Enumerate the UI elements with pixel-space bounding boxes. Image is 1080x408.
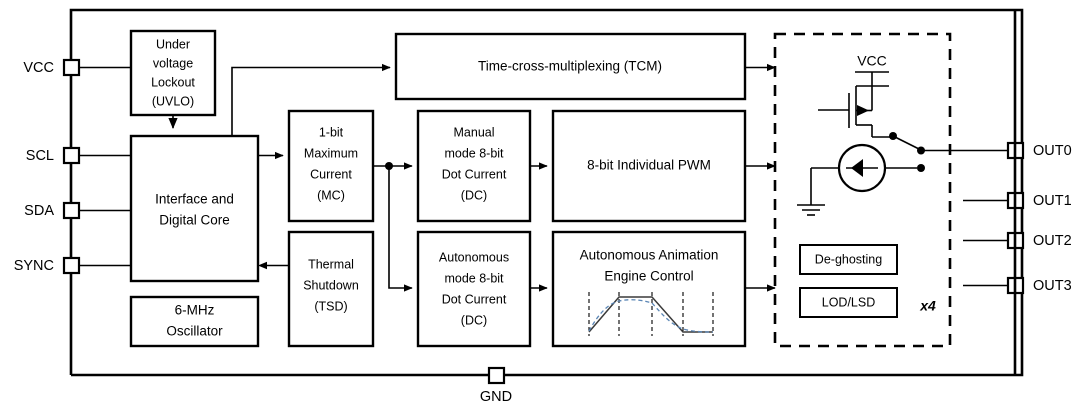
block-interface-digital-core[interactable]: Interface and Digital Core	[129, 134, 260, 283]
right-pin-group: OUT0 OUT1 OUT2 OUT3	[950, 141, 1072, 295]
spdt-switch-icon	[889, 132, 950, 155]
pin-sda[interactable]: SDA	[24, 201, 131, 220]
pin-sda-label: SDA	[24, 203, 54, 219]
pin-out0-label: OUT0	[1033, 143, 1072, 159]
block-manual-dc-line-2: Dot Current	[442, 167, 507, 181]
block-anim-line-0: Autonomous Animation	[580, 248, 719, 263]
pin-sync[interactable]: SYNC	[14, 256, 131, 275]
block-interface-line-0: Interface and	[155, 192, 234, 207]
block-manual-dot-current[interactable]: Manual mode 8-bit Dot Current (DC)	[416, 109, 532, 223]
block-uvlo-line-0: Under	[156, 37, 190, 51]
block-mc-line-3: (MC)	[317, 188, 345, 202]
chip-outline	[69, 8, 1024, 377]
block-animation-engine[interactable]: Autonomous Animation Engine Control	[551, 230, 747, 348]
internal-wiring-mc-fanout	[373, 63, 776, 292]
block-auto-dc-line-3: (DC)	[461, 313, 487, 327]
pin-sync-label: SYNC	[14, 258, 54, 274]
block-uvlo-line-2: Lockout	[151, 75, 195, 89]
pin-out1-label: OUT1	[1033, 193, 1072, 209]
current-source-icon	[837, 143, 925, 193]
output-stage-region: VCC	[773, 32, 952, 348]
pin-out3[interactable]: OUT3	[963, 276, 1072, 295]
block-autonomous-dot-current[interactable]: Autonomous mode 8-bit Dot Current (DC)	[416, 230, 532, 348]
block-auto-dc-line-2: Dot Current	[442, 292, 507, 306]
pin-out1[interactable]: OUT1	[963, 191, 1072, 210]
block-maximum-current[interactable]: 1-bit Maximum Current (MC)	[287, 109, 375, 223]
block-auto-dc-line-0: Autonomous	[439, 250, 509, 264]
ground-symbol-icon	[797, 167, 839, 216]
block-oscillator[interactable]: 6-MHz Oscillator	[129, 295, 260, 348]
pin-out2[interactable]: OUT2	[963, 231, 1072, 250]
block-oscillator-line-0: 6-MHz	[175, 303, 215, 318]
block-oscillator-line-1: Oscillator	[166, 324, 223, 339]
pin-vcc-label: VCC	[23, 60, 54, 76]
left-pin-group: VCC SCL SDA SYNC	[14, 58, 131, 275]
block-manual-dc-line-1: mode 8-bit	[444, 146, 504, 160]
pmos-transistor-icon	[818, 85, 890, 138]
block-tsd-line-0: Thermal	[308, 257, 354, 271]
output-stage-multiplier-label: x4	[919, 298, 936, 314]
block-lod-lsd-label: LOD/LSD	[822, 295, 876, 309]
block-tsd-line-1: Shutdown	[303, 278, 359, 292]
pin-gnd[interactable]: GND	[480, 366, 512, 405]
pin-out0[interactable]: OUT0	[950, 141, 1072, 160]
block-mc-line-2: Current	[310, 167, 352, 181]
block-uvlo-line-3: (UVLO)	[152, 94, 194, 108]
block-tsd-line-2: (TSD)	[314, 299, 347, 313]
block-manual-dc-line-3: (DC)	[461, 188, 487, 202]
pin-scl[interactable]: SCL	[26, 146, 131, 165]
pin-out3-label: OUT3	[1033, 278, 1072, 294]
block-uvlo[interactable]: Under voltage Lockout (UVLO)	[129, 29, 217, 117]
pin-gnd-label: GND	[480, 389, 512, 405]
block-manual-dc-line-0: Manual	[454, 125, 495, 139]
block-anim-line-1: Engine Control	[604, 269, 693, 284]
block-mc-line-0: 1-bit	[319, 125, 344, 139]
block-tcm[interactable]: Time-cross-multiplexing (TCM)	[394, 32, 747, 101]
block-pwm-line-0: 8-bit Individual PWM	[587, 158, 711, 173]
block-de-ghosting-label: De-ghosting	[815, 252, 882, 266]
block-uvlo-line-1: voltage	[153, 56, 193, 70]
block-thermal-shutdown[interactable]: Thermal Shutdown (TSD)	[287, 230, 375, 348]
pin-scl-label: SCL	[26, 148, 54, 164]
block-mc-line-1: Maximum	[304, 146, 358, 160]
block-interface-line-1: Digital Core	[159, 213, 230, 228]
block-lod-lsd[interactable]: LOD/LSD	[799, 287, 898, 318]
internal-wiring-left	[168, 63, 391, 270]
block-tcm-line-0: Time-cross-multiplexing (TCM)	[478, 59, 662, 74]
block-individual-pwm[interactable]: 8-bit Individual PWM	[551, 109, 747, 223]
pin-out2-label: OUT2	[1033, 233, 1072, 249]
pin-vcc[interactable]: VCC	[23, 58, 131, 77]
animation-waveform-graphic	[588, 292, 714, 336]
block-de-ghosting[interactable]: De-ghosting	[799, 244, 898, 275]
block-auto-dc-line-1: mode 8-bit	[444, 271, 504, 285]
output-stage-vcc-label: VCC	[857, 53, 887, 69]
